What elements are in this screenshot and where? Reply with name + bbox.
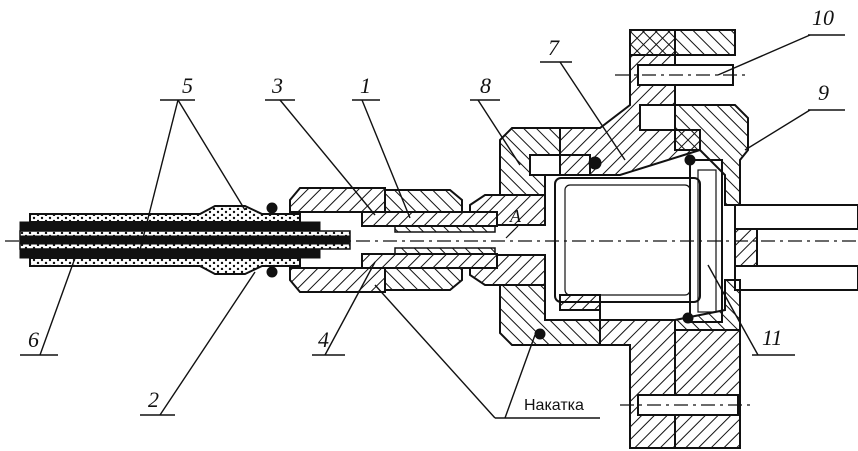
- hose-inner-bottom: [19, 248, 321, 259]
- leader-6: [39, 257, 76, 356]
- flange-upper-bolt-plate: [629, 29, 736, 56]
- cup-inner: [564, 184, 691, 296]
- leader-a: [505, 225, 519, 239]
- lower-shaft: [734, 265, 858, 291]
- adapter-bottom: [469, 254, 546, 286]
- ferrule-bottom: [361, 253, 498, 269]
- label-3: 3: [271, 73, 283, 98]
- label-4: 4: [318, 327, 329, 352]
- leader-7: [559, 61, 626, 161]
- seal-ring-bottom: [534, 328, 546, 340]
- leaders: [20, 34, 845, 419]
- label-8: 8: [480, 73, 491, 98]
- label-5: 5: [182, 73, 193, 98]
- ferrule-inner-top: [394, 225, 496, 233]
- flange-housing: [559, 29, 741, 449]
- labels: 5 3 1 8 7 10 9 11 6 2 4 A Накатка: [28, 5, 834, 414]
- cup-body: [554, 177, 701, 303]
- label-knurl: Накатка: [524, 397, 584, 414]
- leader-knurl-1: [374, 284, 496, 419]
- label-1: 1: [360, 73, 371, 98]
- leader-10: [717, 34, 811, 76]
- leader-5b: [139, 99, 179, 251]
- leader-11: [707, 264, 759, 356]
- ferrule-top: [361, 211, 498, 227]
- cable-center-wire: [19, 235, 351, 245]
- flange-bottom: [559, 294, 676, 449]
- outlet-shafts: [734, 204, 858, 291]
- union-nut: [289, 187, 386, 293]
- label-point-a: A: [509, 206, 522, 226]
- cover-ring: [674, 104, 749, 331]
- nipple-top: [384, 189, 463, 213]
- leader-3: [279, 99, 376, 216]
- label-9: 9: [818, 80, 829, 105]
- cable-braid-bottom: [29, 257, 301, 275]
- upper-shaft: [734, 204, 858, 230]
- label-10: 10: [812, 5, 834, 30]
- adapter-top: [469, 194, 546, 226]
- union-nut-bottom: [289, 267, 386, 293]
- shaft-hub: [734, 228, 758, 267]
- leader-4: [324, 261, 376, 356]
- union-nut-top: [289, 187, 386, 213]
- flange-lower-bolt-plate: [674, 329, 741, 449]
- cable-braid-top: [29, 205, 301, 223]
- crimp-ring-bottom: [266, 266, 278, 278]
- crimp-ring-top: [266, 202, 278, 214]
- label-11: 11: [762, 325, 782, 350]
- nipple: [361, 189, 498, 291]
- label-7: 7: [548, 35, 560, 60]
- leader-knurl-2: [504, 334, 536, 419]
- leader-2: [159, 271, 256, 416]
- label-6: 6: [28, 327, 39, 352]
- nipple-bottom: [384, 267, 463, 291]
- leader-8: [477, 99, 521, 166]
- adapter-body: [469, 194, 546, 286]
- leader-5a: [177, 99, 246, 211]
- hose-inner-top: [19, 221, 321, 232]
- cable-assembly: [19, 202, 351, 278]
- ferrule-inner-bottom: [394, 247, 496, 255]
- leader-1: [361, 99, 411, 219]
- label-2: 2: [148, 387, 159, 412]
- leader-9: [744, 109, 811, 151]
